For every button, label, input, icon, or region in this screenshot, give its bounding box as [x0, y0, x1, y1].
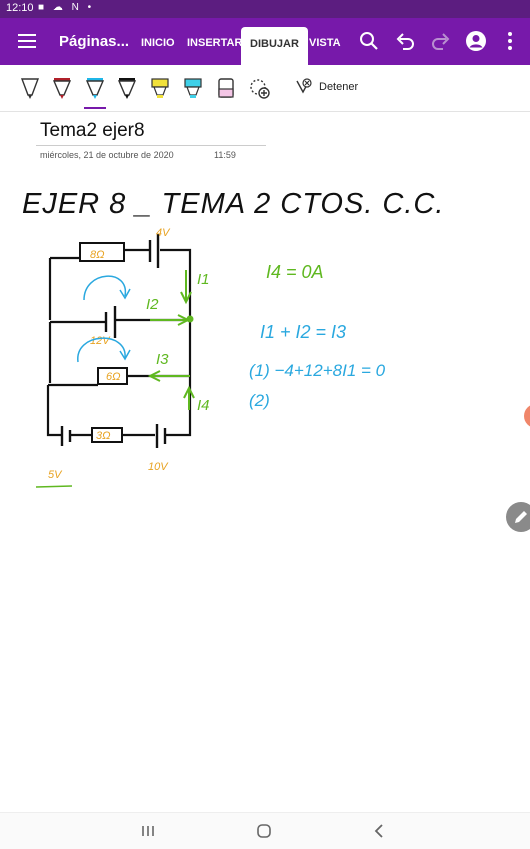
- search-icon[interactable]: [358, 30, 380, 52]
- pen-cyan-icon[interactable]: [84, 75, 106, 101]
- resistor-3ohm: [91, 427, 123, 443]
- label-v2: 12V: [90, 335, 111, 347]
- page-title[interactable]: Tema2 ejer8: [40, 120, 145, 141]
- tab-vista[interactable]: VISTA: [309, 37, 341, 49]
- add-pen-icon[interactable]: [248, 75, 270, 101]
- status-bar: 12:10 ■ ☁ N •: [0, 0, 530, 18]
- pen-red-icon[interactable]: [51, 75, 73, 101]
- label-r3: 3Ω: [96, 430, 111, 442]
- redo-icon[interactable]: [430, 30, 452, 52]
- tab-inicio[interactable]: INICIO: [141, 37, 175, 49]
- highlighter-cyan-icon[interactable]: [182, 75, 204, 101]
- app-bar: Páginas... INICIO INSERTAR DIBUJAR VISTA: [0, 18, 530, 65]
- current-arrows: [147, 270, 195, 410]
- undo-icon[interactable]: [394, 30, 416, 52]
- more-icon[interactable]: [499, 30, 521, 52]
- label-i4: I4: [197, 397, 210, 414]
- menu-icon[interactable]: [18, 34, 36, 48]
- system-nav-bar: [0, 812, 530, 849]
- loop-arrows: [77, 275, 131, 363]
- label-i2: I2: [146, 296, 159, 313]
- status-icons: ■ ☁ N •: [38, 2, 95, 13]
- current-labels: I1 I2 I3 I4: [146, 271, 210, 414]
- stop-drawing-icon[interactable]: [292, 75, 314, 101]
- label-i1: I1: [197, 271, 210, 288]
- side-tab-handle[interactable]: [524, 404, 530, 428]
- highlighter-yellow-icon[interactable]: [149, 75, 171, 101]
- equation-2: (2): [249, 391, 270, 410]
- recents-icon[interactable]: [138, 821, 158, 841]
- pencil-icon: [515, 511, 527, 523]
- pen-white-icon[interactable]: [19, 75, 41, 101]
- junction-node: [186, 315, 194, 323]
- home-icon[interactable]: [254, 821, 274, 841]
- equation-i4: I4 = 0A: [266, 262, 324, 282]
- batteries: [60, 234, 167, 448]
- selected-pen-indicator: [84, 107, 106, 109]
- edit-fab[interactable]: [506, 502, 530, 532]
- ink-heading: EJER 8 _ TEMA 2 CTOS. C.C.: [22, 188, 444, 220]
- stop-drawing-label[interactable]: Detener: [319, 81, 359, 93]
- tab-insertar[interactable]: INSERTAR: [187, 37, 243, 49]
- app-title[interactable]: Páginas...: [59, 33, 130, 50]
- label-v4: 5V: [48, 469, 63, 481]
- account-icon[interactable]: [465, 30, 487, 52]
- back-icon[interactable]: [370, 821, 390, 841]
- component-labels: 8Ω 4V 12V 6Ω 3Ω 10V 5V: [48, 227, 171, 481]
- highlighter-pink-icon[interactable]: [215, 75, 237, 101]
- tab-dibujar[interactable]: DIBUJAR: [241, 27, 308, 65]
- label-r1: 8Ω: [90, 249, 105, 261]
- label-v3: 10V: [148, 461, 169, 473]
- resistor-6ohm: [97, 367, 128, 385]
- label-r2: 6Ω: [106, 371, 121, 383]
- status-time: 12:10: [6, 2, 34, 14]
- draw-toolbar: Detener: [0, 65, 530, 112]
- equation-kcl: I1 + I2 = I3: [260, 322, 346, 342]
- v4-underline: [35, 485, 73, 488]
- page-time: 11:59: [214, 150, 236, 160]
- page-date: miércoles, 21 de octubre de 2020: [40, 150, 174, 160]
- title-divider: [36, 145, 266, 146]
- equation-1: (1) −4+12+8I1 = 0: [249, 361, 386, 380]
- resistor-8ohm: [79, 242, 125, 262]
- pen-black-icon[interactable]: [116, 75, 138, 101]
- label-v1: 4V: [156, 227, 171, 239]
- label-i3: I3: [156, 351, 169, 368]
